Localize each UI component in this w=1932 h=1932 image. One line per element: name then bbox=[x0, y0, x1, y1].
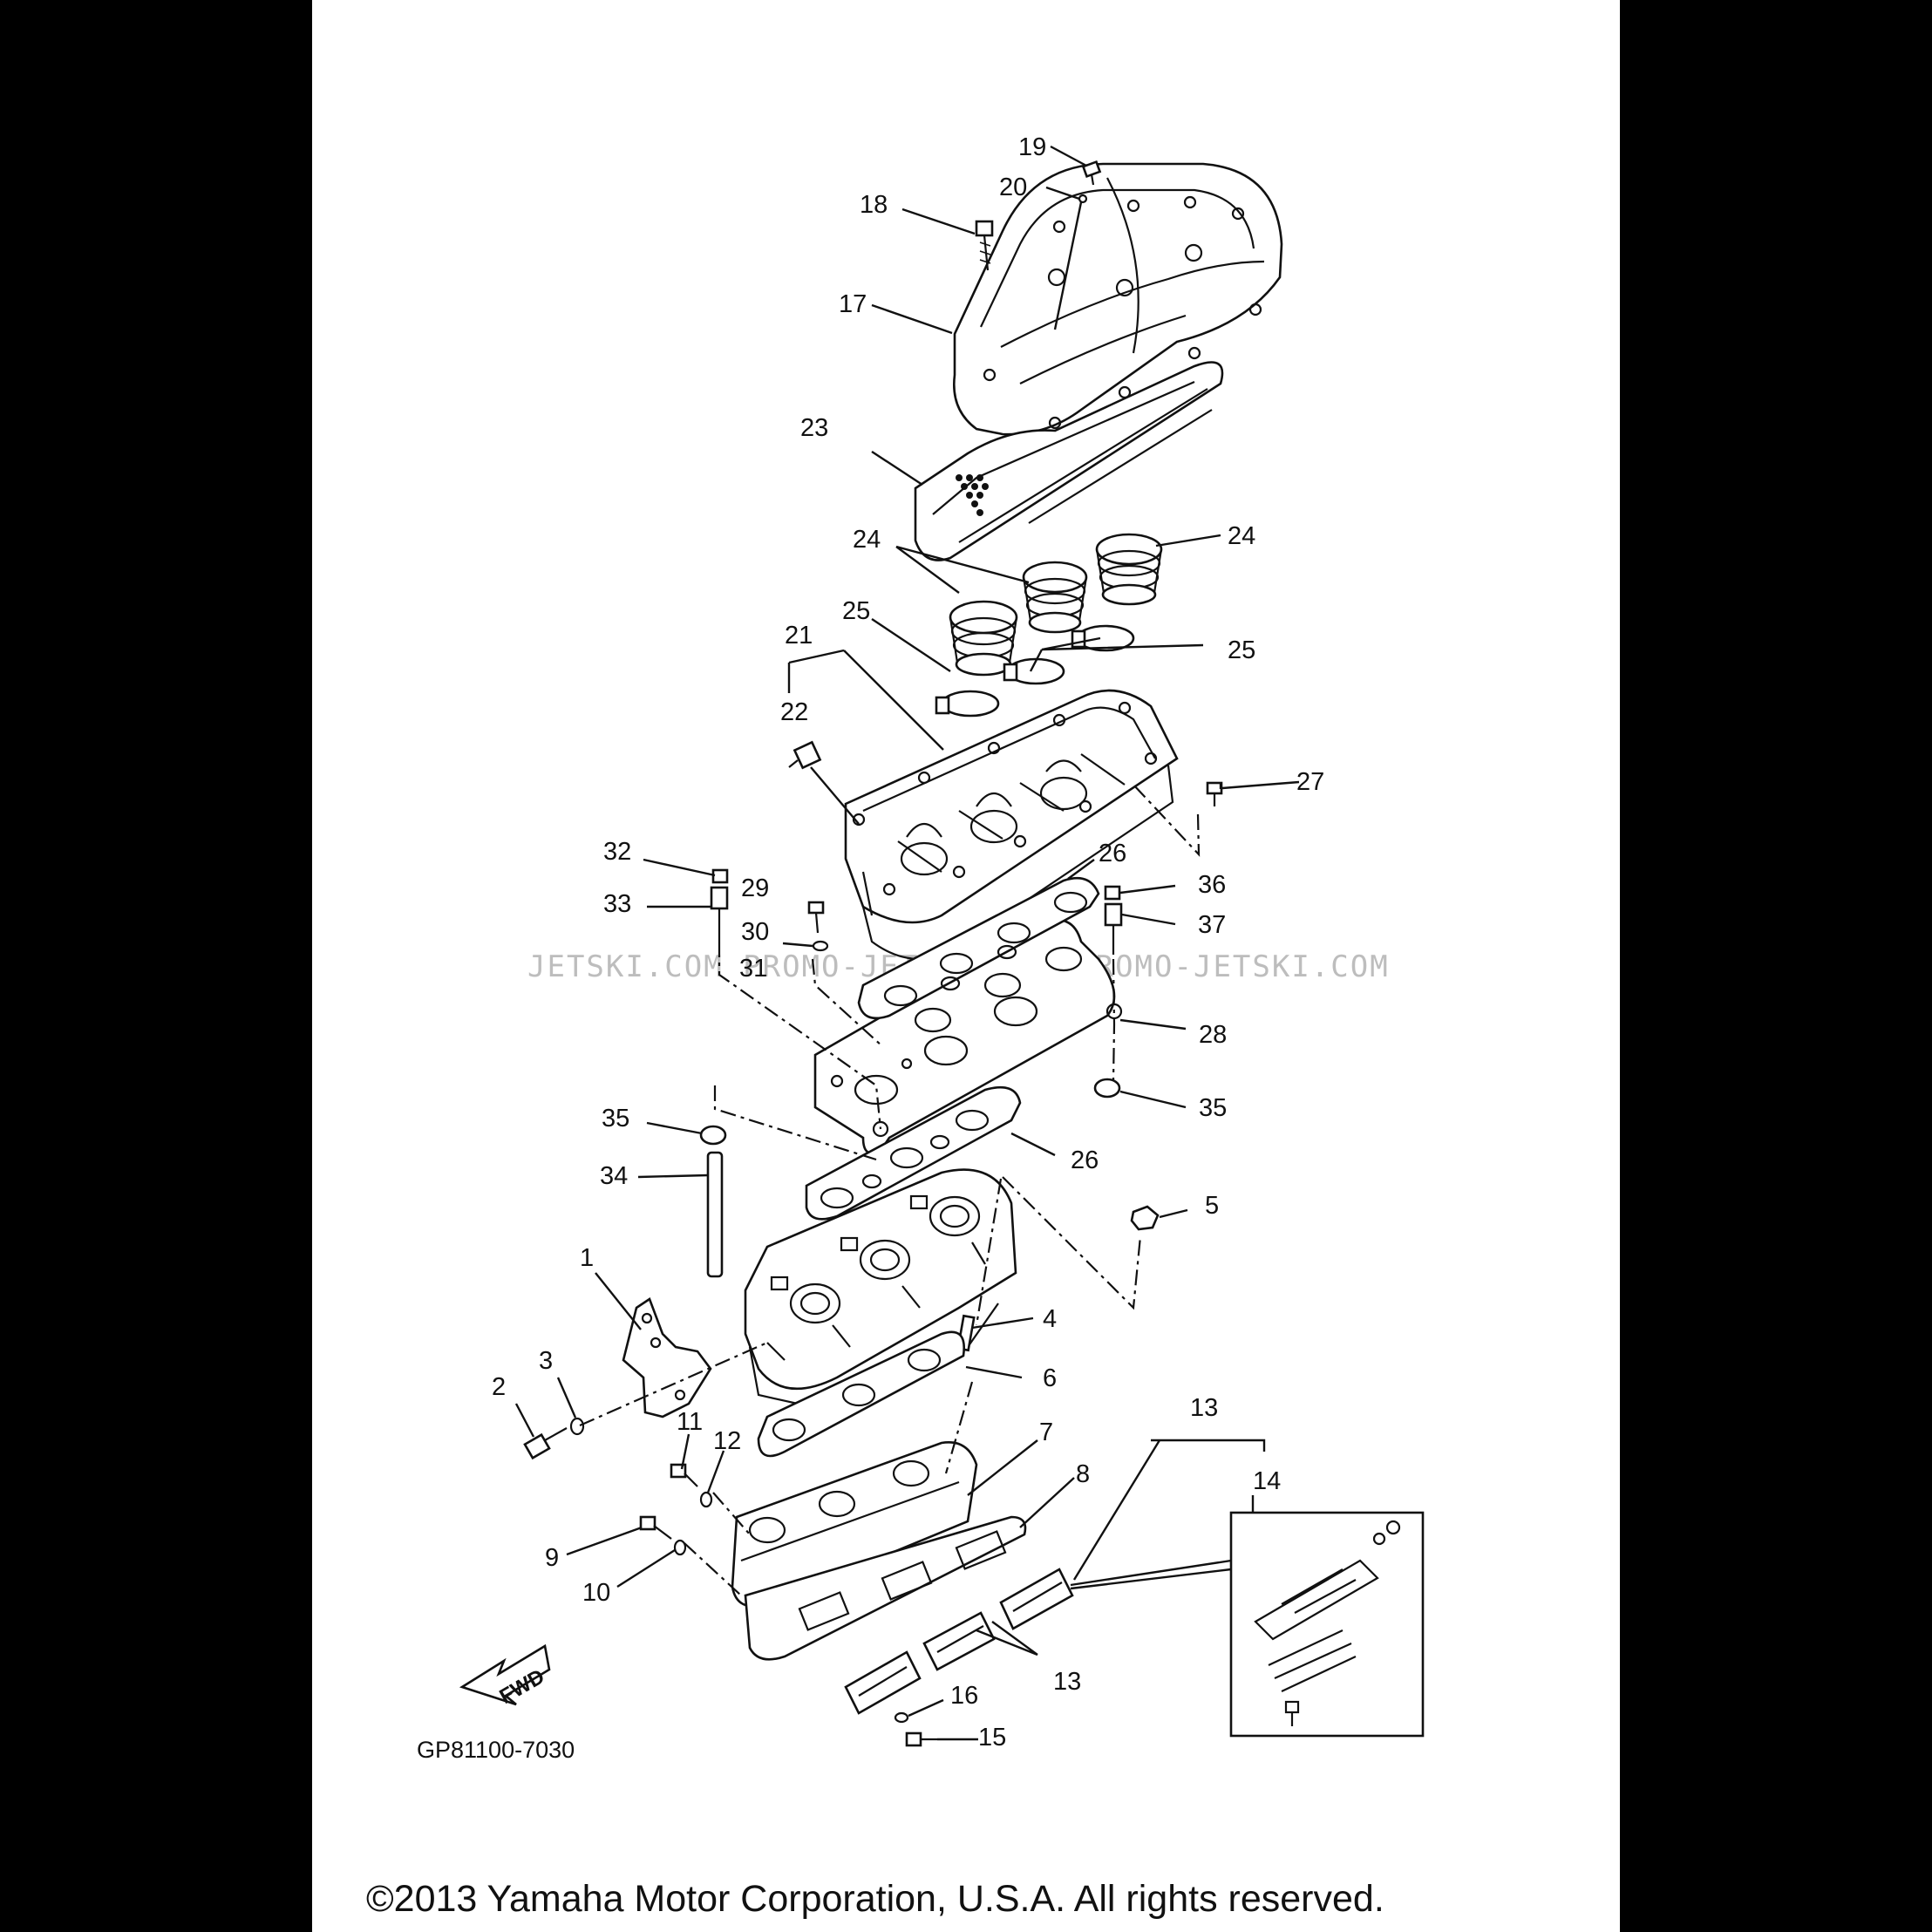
callout-12: 12 bbox=[713, 1427, 741, 1455]
callout-28: 28 bbox=[1199, 1021, 1227, 1049]
part-35-hose-clamp-right bbox=[1093, 1078, 1121, 1099]
callout-32: 32 bbox=[603, 838, 631, 866]
part-27-bolt bbox=[1206, 781, 1223, 806]
callout-13-bottom: 13 bbox=[1053, 1668, 1081, 1696]
part-2-bolt bbox=[523, 1427, 568, 1460]
callout-24-right: 24 bbox=[1228, 522, 1255, 550]
callout-34: 34 bbox=[600, 1162, 628, 1190]
part-13-reed-valves bbox=[844, 1568, 1074, 1715]
part-33-stud bbox=[710, 886, 729, 942]
part-35-hose-clamp-left bbox=[699, 1125, 727, 1146]
callout-37: 37 bbox=[1198, 911, 1226, 939]
callout-16: 16 bbox=[950, 1682, 978, 1710]
part-6-gasket bbox=[757, 1330, 966, 1458]
callout-19: 19 bbox=[1018, 133, 1046, 161]
callout-9: 9 bbox=[545, 1544, 559, 1572]
part-8-reed-plate bbox=[744, 1515, 1027, 1661]
callout-27: 27 bbox=[1296, 768, 1324, 796]
callout-2: 2 bbox=[492, 1373, 506, 1401]
part-7-intake-manifold bbox=[731, 1440, 978, 1608]
part-23-filter-plate bbox=[914, 361, 1224, 561]
callout-22: 22 bbox=[780, 698, 808, 726]
callout-7: 7 bbox=[1039, 1418, 1053, 1446]
callout-6: 6 bbox=[1043, 1364, 1057, 1392]
callout-36: 36 bbox=[1198, 871, 1226, 899]
callout-24-left: 24 bbox=[853, 526, 881, 554]
callout-8: 8 bbox=[1076, 1460, 1090, 1488]
part-5-nut bbox=[1130, 1205, 1160, 1231]
part-10-washer bbox=[673, 1539, 687, 1556]
diagram-code: GP81100-7030 bbox=[417, 1737, 575, 1763]
part-26-upper-gasket bbox=[857, 876, 1100, 1020]
callout-30: 30 bbox=[741, 918, 769, 946]
callout-26-upper: 26 bbox=[1099, 840, 1126, 867]
part-11-bolt bbox=[670, 1463, 698, 1487]
callout-numbers: 19 20 18 17 23 24 24 25 25 21 22 27 32 2… bbox=[492, 133, 1324, 1752]
part-19-screw bbox=[1081, 160, 1102, 186]
callout-11: 11 bbox=[677, 1408, 703, 1436]
callout-21: 21 bbox=[785, 622, 813, 650]
callout-35-left: 35 bbox=[602, 1105, 629, 1133]
part-12-washer bbox=[699, 1491, 713, 1508]
part-28-adapter-plate bbox=[813, 919, 1123, 1155]
part-29-bolt bbox=[807, 901, 825, 934]
callout-10: 10 bbox=[582, 1579, 610, 1607]
part-14-reed-valve-kit-inset bbox=[1229, 1511, 1425, 1738]
callout-23: 23 bbox=[800, 414, 828, 442]
callout-26-lower: 26 bbox=[1071, 1146, 1099, 1174]
part-3-washer bbox=[569, 1417, 585, 1436]
callout-14: 14 bbox=[1253, 1467, 1281, 1495]
callout-25-left: 25 bbox=[842, 597, 870, 625]
part-34-hose bbox=[706, 1151, 724, 1278]
part-15-screw bbox=[905, 1731, 937, 1747]
callout-25-right: 25 bbox=[1228, 636, 1255, 664]
callout-18: 18 bbox=[860, 191, 888, 219]
fwd-arrow-icon: FWD bbox=[459, 1643, 551, 1709]
part-22-fitting bbox=[788, 740, 822, 770]
part-16-washer bbox=[894, 1711, 909, 1724]
callout-4: 4 bbox=[1043, 1305, 1057, 1333]
copyright-notice: ©2013 Yamaha Motor Corporation, U.S.A. A… bbox=[366, 1878, 1384, 1920]
part-24-intake-funnels bbox=[949, 533, 1163, 677]
part-18-bolt bbox=[975, 220, 994, 271]
part-21-air-box bbox=[844, 689, 1179, 961]
part-9-bolt bbox=[639, 1515, 672, 1540]
callout-20: 20 bbox=[999, 173, 1027, 201]
callout-15: 15 bbox=[978, 1724, 1006, 1752]
callout-3: 3 bbox=[539, 1347, 553, 1375]
callout-31: 31 bbox=[739, 955, 767, 983]
callout-17: 17 bbox=[839, 290, 867, 318]
callout-1: 1 bbox=[580, 1244, 594, 1272]
leader-lines bbox=[514, 145, 1300, 1741]
callout-13-top: 13 bbox=[1190, 1394, 1218, 1422]
part-36-nut bbox=[1104, 885, 1121, 901]
part-30-washer bbox=[812, 940, 829, 952]
callout-33: 33 bbox=[603, 890, 631, 918]
part-37-stud bbox=[1104, 902, 1123, 955]
part-32-nut bbox=[711, 868, 729, 884]
callout-29: 29 bbox=[741, 874, 769, 902]
part-17-top-cover bbox=[953, 162, 1283, 436]
part-1-bracket bbox=[622, 1297, 712, 1418]
callout-5: 5 bbox=[1205, 1192, 1219, 1220]
callout-35-right: 35 bbox=[1199, 1094, 1227, 1122]
part-26-lower-gasket bbox=[805, 1085, 1022, 1221]
